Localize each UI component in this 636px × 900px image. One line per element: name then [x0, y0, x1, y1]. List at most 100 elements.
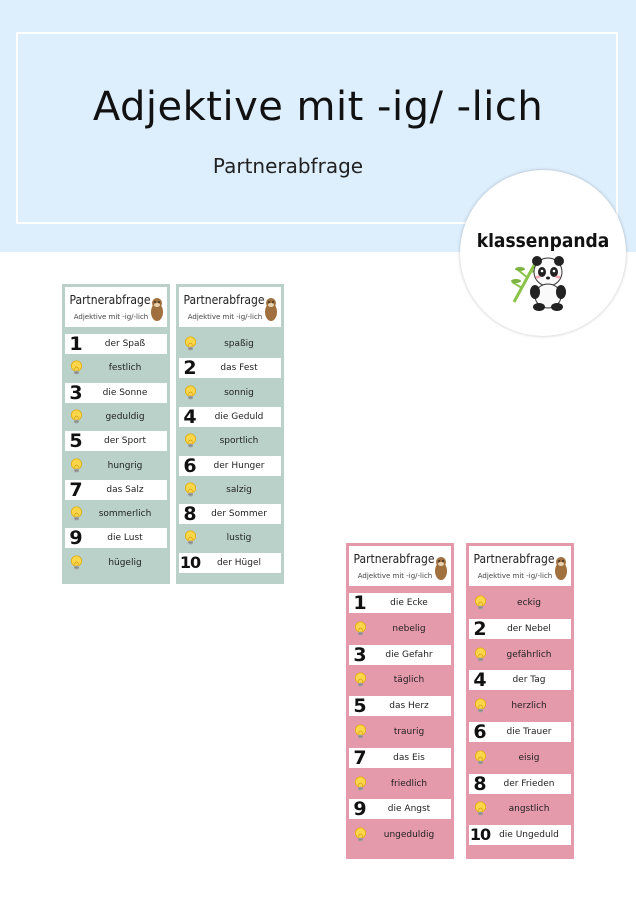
row-word: die Sonne — [102, 387, 148, 398]
card-row: 5 das Herz — [349, 695, 451, 718]
card-row: 8 der Frieden — [469, 772, 571, 795]
row-word: nebelig — [392, 623, 426, 634]
brand-logo: klassenpanda — [460, 170, 626, 336]
card-row: sportlich — [179, 431, 281, 452]
row-word: die Gefahr — [385, 649, 433, 660]
card-subtitle: Adjektive mit -ig/-lich — [187, 313, 263, 321]
card-row: 6 der Hunger — [179, 454, 281, 477]
row-word: die Angst — [387, 804, 431, 815]
row-number: 1 — [353, 592, 367, 614]
row-word: festlich — [108, 363, 142, 374]
row-word: sportlich — [219, 436, 259, 447]
row-number: 8 — [183, 503, 197, 526]
row-word: eckig — [517, 598, 541, 608]
row-number: 10 — [179, 552, 201, 572]
row-number: 5 — [353, 695, 367, 718]
page-title: Adjektive mit -ig/ -lich — [92, 84, 544, 130]
row-word: angstlich — [508, 804, 550, 815]
card-row: 5 der Sport — [65, 430, 167, 453]
row-number: 7 — [353, 746, 367, 769]
row-word: herzlich — [511, 701, 547, 712]
row-word: der Sport — [104, 436, 146, 447]
row-number: 8 — [473, 772, 487, 795]
row-word: das Herz — [389, 701, 429, 712]
row-word: die Geduld — [214, 411, 264, 422]
lightbulb-icon — [65, 409, 87, 425]
footer-mark: . — [165, 579, 166, 583]
card-row: herzlich — [469, 696, 571, 717]
row-word: sommerlich — [98, 509, 152, 520]
card-row: spaßig — [179, 334, 281, 354]
card-subtitle: Adjektive mit -ig/-lich — [73, 313, 149, 321]
row-number: 1 — [69, 333, 83, 355]
row-number: 6 — [183, 454, 197, 477]
row-number: 9 — [353, 798, 367, 821]
card-subtitle: Adjektive mit -ig/-lich — [357, 572, 433, 580]
card-row: traurig — [349, 722, 451, 742]
panda-icon — [511, 256, 566, 311]
row-word: der Hügel — [216, 557, 262, 568]
header-frame — [16, 32, 618, 224]
card-row: hungrig — [65, 455, 167, 476]
card-row: friedlich — [349, 773, 451, 794]
card-row: gefährlich — [469, 644, 571, 665]
row-word: der Spaß — [104, 339, 146, 349]
lightbulb-icon — [469, 595, 491, 611]
page-subtitle: Partnerabfrage — [212, 154, 364, 178]
card-row: hügelig — [65, 552, 167, 573]
card-title: Partnerabfrage — [183, 293, 265, 307]
card-green-odd: Partnerabfrage Adjektive mit -ig/-lich .… — [62, 284, 170, 584]
row-number: 4 — [473, 669, 487, 692]
otter-icon — [555, 557, 567, 580]
card-row: 10 der Hügel — [179, 552, 281, 573]
row-word: sonnig — [224, 387, 254, 398]
row-number: 2 — [183, 357, 197, 380]
card-row: geduldig — [65, 406, 167, 427]
card-header: Partnerabfrage Adjektive mit -ig/-lich — [469, 546, 571, 586]
row-word: die Trauer — [506, 727, 552, 737]
brand-logo-text: klassenpanda — [476, 230, 610, 252]
card-title: Partnerabfrage — [353, 552, 435, 566]
row-word: lustig — [226, 533, 252, 544]
row-word: die Lust — [107, 533, 143, 544]
lightbulb-icon — [65, 360, 87, 376]
otter-icon — [151, 298, 163, 321]
card-row: angstlich — [469, 799, 571, 820]
lightbulb-icon — [469, 647, 491, 663]
lightbulb-icon — [65, 506, 87, 522]
row-word: traurig — [393, 727, 425, 737]
lightbulb-icon — [179, 433, 201, 449]
row-number: 5 — [69, 430, 83, 453]
card-row: ungeduldig — [349, 825, 451, 846]
otter-icon — [265, 298, 277, 321]
card-subtitle: Adjektive mit -ig/-lich — [477, 572, 553, 580]
card-row: salzig — [179, 479, 281, 500]
card-header: Partnerabfrage Adjektive mit -ig/-lich — [179, 287, 281, 327]
card-row: eckig — [469, 593, 571, 613]
card-pink-odd: Partnerabfrage Adjektive mit -ig/-lich 1… — [346, 543, 454, 859]
row-word: gefährlich — [506, 649, 552, 660]
row-word: ungeduldig — [383, 830, 435, 841]
card-row: täglich — [349, 670, 451, 691]
row-number: 4 — [183, 405, 197, 428]
card-row: sommerlich — [65, 504, 167, 525]
card-row: eisig — [469, 747, 571, 768]
card-header: Partnerabfrage Adjektive mit -ig/-lich — [65, 287, 167, 327]
card-header: Partnerabfrage Adjektive mit -ig/-lich — [349, 546, 451, 586]
row-number: 9 — [69, 527, 83, 550]
row-word: der Hunger — [213, 460, 265, 471]
lightbulb-icon — [179, 336, 201, 352]
card-row: 9 die Angst — [349, 798, 451, 821]
card-row: 9 die Lust — [65, 527, 167, 550]
row-word: der Frieden — [503, 778, 555, 789]
lightbulb-icon — [469, 750, 491, 766]
